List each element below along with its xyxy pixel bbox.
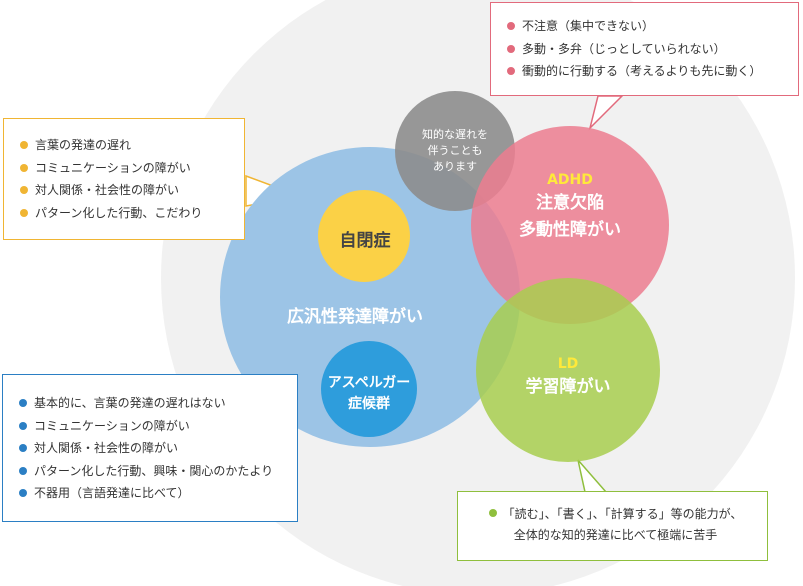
asperger-item-text: コミュニケーションの障がい [34, 418, 190, 433]
autism-item-text: 対人関係・社会性の障がい [35, 183, 180, 197]
autism-circle [318, 190, 410, 282]
asperger-item: 基本的に、言葉の発達の遅れはない [17, 392, 287, 415]
ld-abbr: LD [557, 356, 579, 372]
pdd-circle [220, 147, 520, 447]
asperger-label-line2: 症候群 [348, 396, 390, 412]
asperger-item-text: 基本的に、言葉の発達の遅れはない [34, 396, 226, 410]
autism-callout: 言葉の発達の遅れ コミュニケーションの障がい 対人関係・社会性の障がい パターン… [3, 118, 245, 240]
asperger-label-line1: アスペルガー [327, 375, 411, 391]
bullet-dot-icon [19, 466, 27, 475]
intellectual-delay-label: 知的な遅れを 伴うことも あります [398, 127, 512, 175]
adhd-abbr: ADHD [547, 172, 593, 188]
pdd-label: 広汎性発達障がい [287, 307, 423, 327]
asperger-item-text: パターン化した行動、興味・関心のかたより [34, 463, 274, 478]
autism-item: パターン化した行動、こだわり [18, 202, 234, 225]
asperger-item: コミュニケーションの障がい [17, 415, 287, 438]
ld-item-text: 全体的な知的発達に比べて極端に苦手 [513, 528, 718, 542]
adhd-item: 不注意（集中できない） [505, 15, 788, 38]
bullet-dot-icon [19, 421, 27, 430]
ld-item-text: 「読む」、「書く」、「計算する」等の能力が、 [502, 507, 743, 521]
asperger-callout: 基本的に、言葉の発達の遅れはない コミュニケーションの障がい 対人関係・社会性の… [2, 374, 298, 522]
ld-item-line1: 「読む」、「書く」、「計算する」等の能力が、 [472, 504, 759, 525]
adhd-item: 多動・多弁（じっとしていられない） [505, 38, 788, 61]
adhd-label-line1: 注意欠陥 [536, 193, 604, 213]
autism-label: 自閉症 [339, 231, 391, 251]
adhd-item-text: 多動・多弁（じっとしていられない） [522, 41, 726, 56]
ld-item-line2: 全体的な知的発達に比べて極端に苦手 [472, 525, 759, 546]
bullet-dot-icon [19, 444, 27, 452]
bullet-dot-icon [507, 67, 515, 75]
intellectual-line3: あります [433, 160, 477, 173]
ld-label-line1: 学習障がい [525, 377, 611, 397]
asperger-item: パターン化した行動、興味・関心のかたより [17, 460, 287, 483]
ld-callout: 「読む」、「書く」、「計算する」等の能力が、 全体的な知的発達に比べて極端に苦手 [457, 491, 768, 561]
asperger-item: 不器用（言語発達に比べて） [17, 482, 287, 505]
autism-item: コミュニケーションの障がい [18, 157, 234, 180]
adhd-callout-pointer [588, 95, 624, 131]
bullet-dot-icon [507, 44, 515, 53]
adhd-label: ADHD 注意欠陥 多動性障がい [495, 170, 645, 244]
asperger-circle [321, 341, 417, 437]
adhd-item: 衝動的に行動する（考えるよりも先に動く） [505, 60, 788, 83]
autism-item-text: コミュニケーションの障がい [35, 160, 191, 175]
autism-item-text: パターン化した行動、こだわり [35, 205, 203, 220]
autism-item: 言葉の発達の遅れ [18, 134, 234, 157]
bullet-dot-icon [20, 186, 28, 194]
autism-item: 対人関係・社会性の障がい [18, 179, 234, 202]
bullet-dot-icon [19, 399, 27, 407]
asperger-item-text: 不器用（言語発達に比べて） [34, 486, 190, 500]
asperger-item-text: 対人関係・社会性の障がい [34, 441, 179, 455]
bullet-dot-icon [20, 163, 28, 172]
intellectual-line1: 知的な遅れを [422, 128, 488, 141]
adhd-label-line2: 多動性障がい [519, 220, 621, 240]
bullet-dot-icon [488, 509, 497, 517]
intellectual-line2: 伴うことも [427, 144, 483, 157]
asperger-item: 対人関係・社会性の障がい [17, 437, 287, 460]
ld-circle [476, 278, 660, 462]
autism-item-text: 言葉の発達の遅れ [35, 138, 132, 152]
adhd-item-text: 不注意（集中できない） [522, 19, 655, 33]
adhd-item-text: 衝動的に行動する（考えるよりも先に動く） [522, 64, 762, 78]
asperger-label: アスペルガー 症候群 [310, 373, 428, 415]
adhd-callout: 不注意（集中できない） 多動・多弁（じっとしていられない） 衝動的に行動する（考… [490, 2, 799, 96]
bullet-dot-icon [20, 208, 28, 217]
bullet-dot-icon [507, 22, 515, 30]
bullet-dot-icon [20, 141, 28, 149]
ld-label: LD 学習障がい [500, 354, 636, 400]
adhd-circle [471, 126, 669, 324]
bullet-dot-icon [19, 489, 27, 497]
